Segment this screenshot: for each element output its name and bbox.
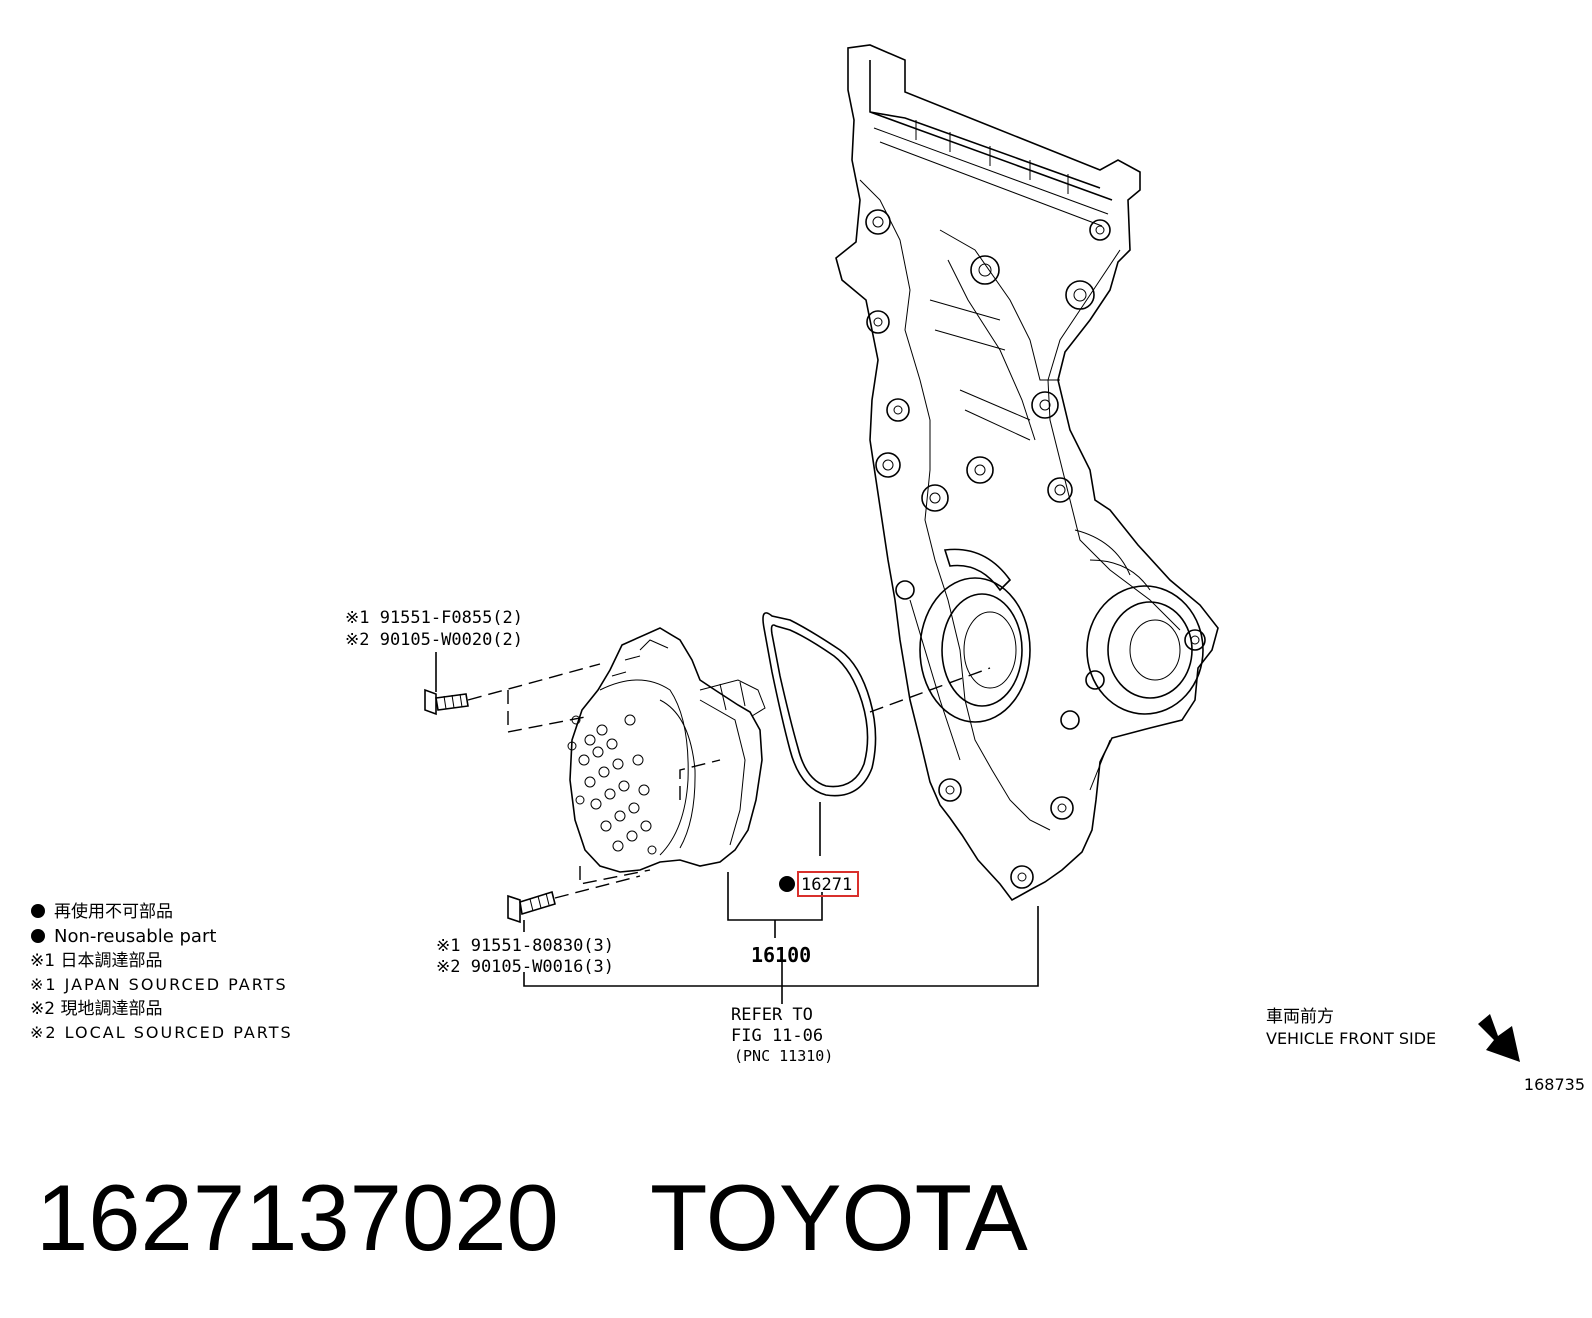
legend-non-reusable-en: Non-reusable part xyxy=(54,926,216,947)
legend-note1-jp: ※1 日本調達部品 xyxy=(30,951,162,971)
direction-en: VEHICLE FRONT SIDE xyxy=(1266,1029,1436,1048)
lower-bolt-callout-2: ※2 90105-W0016(3) xyxy=(436,957,614,977)
part-highlight-box xyxy=(797,871,859,897)
timing-cover-illustration xyxy=(835,44,1219,902)
lower-bolt-callout-1: ※1 91551-80830(3) xyxy=(436,936,614,956)
legend-dot-icon xyxy=(31,904,45,918)
water-pump-illustration xyxy=(567,627,766,873)
upper-bolt-callout-2: ※2 90105-W0020(2) xyxy=(345,630,523,650)
figure-number: 168735 xyxy=(1524,1075,1585,1094)
gasket-illustration xyxy=(762,612,877,797)
upper-bolt-callout-1: ※1 91551-F0855(2) xyxy=(345,608,523,628)
non-reusable-dot-icon xyxy=(779,876,795,892)
front-direction-arrow-icon xyxy=(1478,1014,1520,1062)
gasket-part-number[interactable]: 16271 xyxy=(801,875,852,895)
pump-assy-part-number[interactable]: 16100 xyxy=(751,943,811,967)
refer-line-3: (PNC 11310) xyxy=(734,1047,833,1065)
refer-line-1: REFER TO xyxy=(731,1005,813,1025)
legend-note2-jp: ※2 現地調達部品 xyxy=(30,999,162,1019)
refer-line-2: FIG 11-06 xyxy=(731,1026,823,1046)
footer-brand: TOYOTA xyxy=(650,1165,1028,1270)
legend-note1-en: ※1 JAPAN SOURCED PARTS xyxy=(30,975,288,994)
legend-non-reusable-jp: 再使用不可部品 xyxy=(54,901,173,922)
leader-lines xyxy=(435,652,1039,1004)
footer-part-number: 1627137020 xyxy=(36,1165,559,1270)
legend-note2-en: ※2 LOCAL SOURCED PARTS xyxy=(30,1023,293,1042)
direction-jp: 車両前方 xyxy=(1266,1007,1334,1027)
lower-bolt-illustration xyxy=(507,890,556,924)
legend-dot-icon xyxy=(31,929,45,943)
alignment-lines xyxy=(467,663,991,899)
legend: 再使用不可部品 Non-reusable part ※1 日本調達部品 ※1 J… xyxy=(30,901,293,1042)
upper-bolt-illustration xyxy=(424,688,469,716)
